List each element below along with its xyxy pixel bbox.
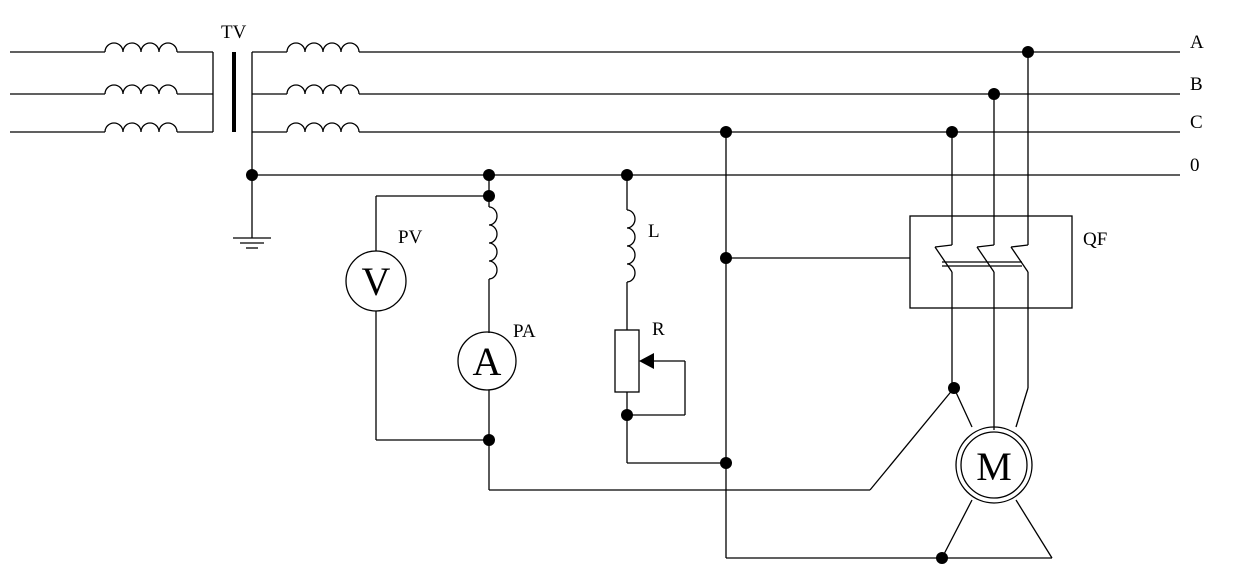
ground-symbol	[233, 175, 271, 249]
phase-c-drop	[725, 132, 1052, 559]
junction-dots	[246, 46, 1034, 564]
ammeter	[457, 331, 517, 391]
label-l: L	[648, 221, 660, 242]
transformer-tv: TV	[10, 22, 360, 175]
meter-branch: V PV A PA	[345, 175, 955, 491]
ammeter-symbol: A	[473, 339, 502, 384]
resistor-r	[614, 329, 640, 393]
label-tv: TV	[221, 22, 247, 43]
label-pv: PV	[398, 227, 423, 248]
label-phase-a: A	[1190, 32, 1204, 53]
inductor-resistor-branch: L R	[614, 175, 726, 464]
label-neutral: 0	[1190, 155, 1200, 176]
motor-m: M	[941, 387, 1053, 559]
label-r: R	[652, 319, 665, 340]
motor-symbol: M	[976, 444, 1012, 489]
bus-lines: A B C 0	[252, 32, 1204, 176]
label-qf: QF	[1083, 229, 1107, 250]
breaker-qf: QF	[909, 52, 1107, 430]
label-pa: PA	[513, 321, 536, 342]
voltmeter-symbol: V	[362, 259, 391, 304]
label-phase-b: B	[1190, 74, 1203, 95]
label-phase-c: C	[1190, 112, 1203, 133]
voltmeter	[345, 250, 407, 312]
